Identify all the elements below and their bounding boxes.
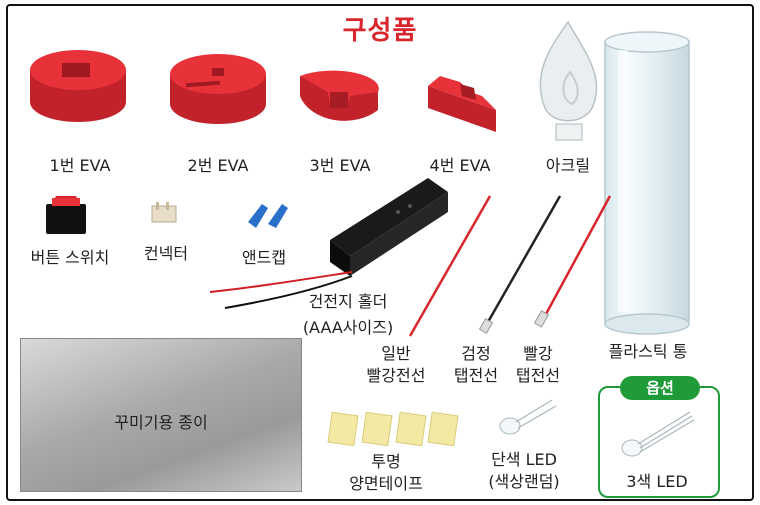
eva2-label: 2번 EVA	[187, 156, 249, 175]
eva1-label: 1번 EVA	[49, 156, 111, 175]
red-wire-label-1: 일반	[381, 344, 411, 363]
acrylic-flame	[539, 20, 598, 141]
battery-size-label: (AAA사이즈)	[302, 318, 394, 337]
acrylic-label: 아크릴	[545, 156, 591, 175]
deco-paper: 꾸미기용 종이	[20, 338, 302, 492]
red-wire-label-2: 빨강전선	[366, 366, 426, 385]
button-switch	[46, 196, 86, 234]
eva3-label: 3번 EVA	[309, 156, 371, 175]
black-tab-wire-label-1: 검정	[461, 344, 491, 363]
red-wire	[408, 195, 492, 337]
plastic-tube-label: 플라스틱 통	[608, 342, 688, 361]
red-tab-wire	[533, 195, 612, 328]
single-led-label-1: 단색 LED	[491, 450, 557, 469]
tape-label-1: 투명	[371, 452, 401, 471]
eva3-halfdisk	[300, 70, 379, 121]
page-title: 구성품	[342, 16, 418, 46]
connector	[151, 202, 177, 223]
tape-pieces	[327, 411, 459, 447]
button-switch-label: 버튼 스위치	[30, 248, 110, 267]
deco-paper-label: 꾸미기용 종이	[114, 413, 208, 432]
battery-holder-label: 건전지 홀더	[308, 292, 388, 311]
eva4-label: 4번 EVA	[429, 156, 491, 175]
battery-holder	[209, 178, 448, 309]
single-led-label-2: (색상랜덤)	[488, 472, 560, 491]
eva1-disk	[30, 50, 126, 122]
eva4-block	[428, 76, 496, 132]
black-tab-wire-label-2: 탭전선	[453, 366, 499, 385]
single-led	[499, 399, 557, 435]
eva2-disk	[170, 54, 266, 124]
black-tab-wire	[478, 195, 562, 334]
tricolor-led	[621, 411, 695, 457]
end-cap-label: 앤드캡	[241, 248, 287, 267]
tape-label-2: 양면테이프	[349, 474, 423, 493]
plastic-tube	[604, 31, 690, 335]
red-tab-wire-label-2: 탭전선	[515, 366, 561, 385]
option-tag: 옵션	[620, 376, 700, 400]
connector-label: 컨넥터	[143, 244, 189, 263]
end-caps	[248, 204, 288, 228]
tricolor-led-label: 3색 LED	[626, 472, 688, 491]
red-tab-wire-label-1: 빨강	[523, 344, 553, 363]
